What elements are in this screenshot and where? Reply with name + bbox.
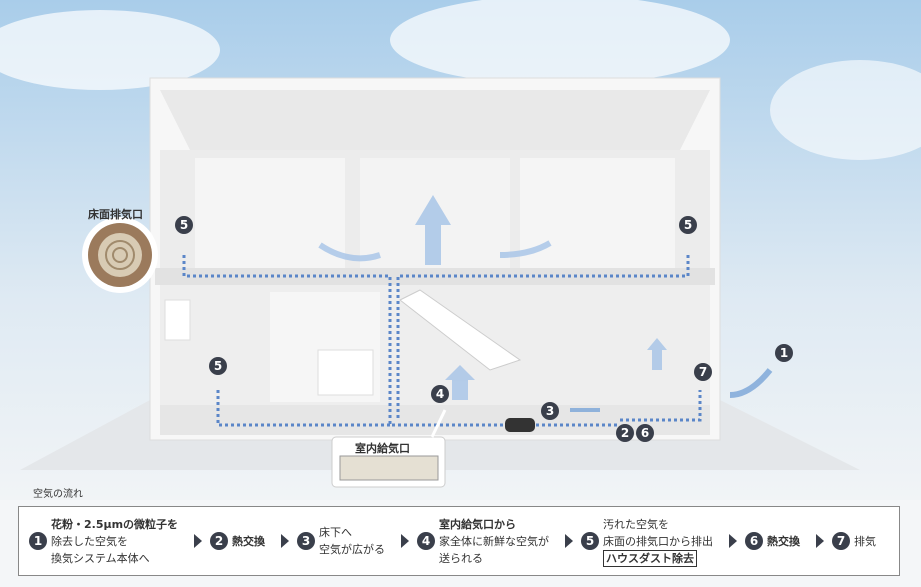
arrow-icon bbox=[401, 534, 410, 548]
marker-2: 2 bbox=[616, 424, 634, 442]
step-number: 5 bbox=[581, 532, 600, 550]
step-number: 7 bbox=[832, 532, 851, 550]
step-text: 排気 bbox=[854, 535, 877, 548]
legend-step-5: 5 汚れた空気を床面の排気口から排出ハウスダスト除去 bbox=[581, 516, 713, 567]
marker-3: 3 bbox=[541, 402, 559, 420]
step-text: 空気が広がる bbox=[319, 543, 386, 556]
ducts bbox=[182, 255, 702, 427]
marker-4: 4 bbox=[431, 385, 449, 403]
legend-step-1: 1 花粉・2.5μmの微粒子を除去した空気を換気システム本体へ bbox=[29, 516, 178, 567]
house-ventilation-illustration bbox=[0, 0, 921, 500]
legend-step-4: 4 室内給気口から家全体に新鮮な空気が送られる bbox=[417, 516, 549, 567]
cloud bbox=[0, 10, 220, 90]
arrow-icon bbox=[729, 534, 738, 548]
airflow-arrows bbox=[318, 195, 773, 412]
legend-step-3: 3 床下へ空気が広がる bbox=[297, 524, 385, 558]
floor-exhaust-label: 床面排気口 bbox=[88, 208, 143, 221]
marker-5: 5 bbox=[175, 216, 193, 234]
marker-6: 6 bbox=[636, 424, 654, 442]
arrow-icon bbox=[194, 534, 203, 548]
step-text: 除去した空気を bbox=[51, 534, 128, 548]
cloud bbox=[770, 60, 921, 160]
marker-7: 7 bbox=[694, 363, 712, 381]
step-text: 床面の排気口から排出 bbox=[603, 534, 714, 548]
step-text: 家全体に新鮮な空気が bbox=[439, 534, 550, 548]
step-number: 6 bbox=[745, 532, 764, 550]
step-text: ハウスダスト除去 bbox=[603, 549, 698, 567]
indoor-supply-label: 室内給気口 bbox=[355, 442, 410, 455]
legend-step-6: 6 熱交換 bbox=[745, 532, 800, 550]
step-number: 2 bbox=[210, 532, 229, 550]
legend-step-7: 7 排気 bbox=[832, 532, 876, 550]
step-number: 1 bbox=[29, 532, 47, 550]
step-text: 汚れた空気を bbox=[603, 517, 670, 531]
arrow-icon bbox=[281, 534, 290, 548]
arrow-icon bbox=[565, 534, 574, 548]
step-number: 4 bbox=[417, 532, 436, 550]
step-text: 室内給気口から bbox=[439, 517, 517, 531]
step-text: 熱交換 bbox=[767, 535, 801, 548]
step-text: 熱交換 bbox=[232, 535, 266, 548]
cloud bbox=[390, 0, 730, 85]
step-number: 3 bbox=[297, 532, 316, 550]
marker-5: 5 bbox=[679, 216, 697, 234]
legend-step-2: 2 熱交換 bbox=[210, 532, 265, 550]
step-text: 換気システム本体へ bbox=[51, 551, 150, 565]
step-text: 送られる bbox=[439, 551, 484, 565]
arrow-icon bbox=[816, 534, 825, 548]
step-text: 花粉・2.5μmの微粒子を bbox=[51, 517, 179, 531]
legend-title: 空気の流れ bbox=[33, 489, 83, 500]
marker-1: 1 bbox=[775, 344, 793, 362]
step-text: 床下へ bbox=[319, 526, 353, 539]
marker-5: 5 bbox=[209, 357, 227, 375]
airflow-legend: 1 花粉・2.5μmの微粒子を除去した空気を換気システム本体へ 2 熱交換 3 … bbox=[18, 506, 900, 576]
ventilation-unit bbox=[505, 418, 535, 432]
